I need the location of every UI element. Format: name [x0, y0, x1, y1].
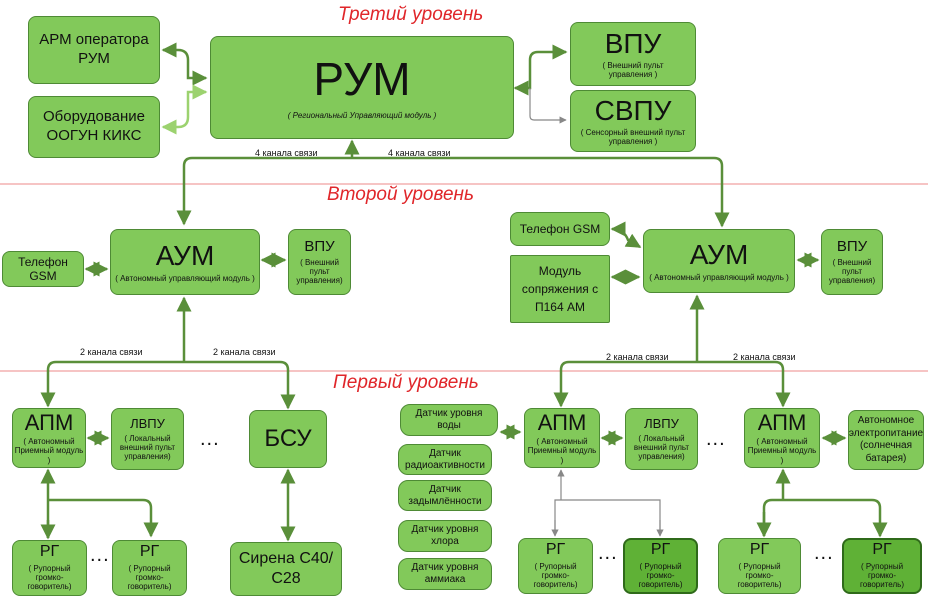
oogun-equipment-box: Оборудование ООГУН КИКС [28, 96, 160, 158]
rg-box-2: РГ ( Рупорный громко-говоритель) [112, 540, 187, 596]
lvpu-left-box: ЛВПУ ( Локальный внешний пульт управлени… [111, 408, 184, 470]
svpu-subtitle: ( Сенсорный внешний пульт управления ) [580, 128, 686, 147]
link-label-aum-left-a: 2 канала связи [80, 347, 143, 357]
rg-2-subtitle: ( Рупорный громко-говоритель) [127, 564, 172, 592]
link-label-right-four: 4 канала связи [388, 148, 451, 158]
rg-1-title: РГ [39, 543, 60, 561]
autonomous-power-title: Автономное электропитание (солнечная бат… [848, 415, 924, 464]
lvpu-right-title: ЛВПУ [644, 415, 679, 431]
vpu-left-box: ВПУ ( Внешний пульт управления) [288, 229, 351, 295]
aum-right-box: АУМ ( Автономный управляющий модуль ) [643, 229, 795, 293]
svpu-box: СВПУ ( Сенсорный внешний пульт управлени… [570, 90, 696, 152]
rum-subtitle: ( Региональный Управляющий модуль ) [287, 111, 437, 121]
lvpu-left-subtitle: ( Локальный внешний пульт управления) [119, 433, 176, 461]
gsm-phone-left-title: Телефон GSM [18, 254, 68, 283]
vpu-right-subtitle: ( Внешний пульт управления) [828, 257, 876, 285]
rg-5-title: РГ [749, 541, 770, 559]
vpu-left-subtitle: ( Внешний пульт управления) [296, 257, 343, 285]
link-label-left-four: 4 канала связи [255, 148, 318, 158]
link-label-aum-right-a: 2 канала связи [606, 352, 669, 362]
sensor-water-label: Датчик уровня воды [415, 408, 483, 431]
gsm-phone-left-box: Телефон GSM [2, 251, 84, 287]
sensor-radio-label: Датчик радиоактивности [405, 447, 485, 471]
lvpu-left-title: ЛВПУ [130, 415, 165, 431]
rum-box: РУМ ( Региональный Управляющий модуль ) [210, 36, 514, 139]
interface-module-box: Модуль сопряжения с П164 АМ [510, 255, 610, 323]
aum-left-subtitle: ( Автономный управляющий модуль ) [115, 273, 255, 283]
siren-box: Сирена С40/ С28 [230, 542, 342, 596]
ellipsis-rg-left: ... [90, 544, 110, 566]
sensor-smoke-box: Датчик задымлённости [398, 480, 492, 511]
apm-right-box: АПМ ( Автономный Приемный модуль ) [744, 408, 820, 468]
apm-middle-subtitle: ( Автономный Приемный модуль ) [527, 437, 597, 465]
gsm-phone-right-box: Телефон GSM [510, 212, 610, 246]
sensor-ammonia-label: Датчик уровня аммиака [411, 562, 479, 585]
rg-box-6: РГ ( Рупорный громко-говоритель) [842, 538, 922, 594]
arm-operator-title: АРМ оператора РУМ [39, 31, 149, 67]
arm-operator-box: АРМ оператора РУМ [28, 16, 160, 84]
sensor-water-box: Датчик уровня воды [400, 404, 498, 436]
apm-left-box: АПМ ( Автономный Приемный модуль ) [12, 408, 86, 468]
aum-right-title: АУМ [689, 239, 749, 271]
rg-1-subtitle: ( Рупорный громко-говоритель) [27, 564, 72, 592]
rum-title: РУМ [313, 52, 411, 105]
gsm-phone-right-title: Телефон GSM [519, 221, 601, 236]
vpu-top-box: ВПУ ( Внешний пульт управления ) [570, 22, 696, 86]
interface-module-title: Модуль сопряжения с П164 АМ [521, 264, 599, 314]
link-label-aum-left-b: 2 канала связи [213, 347, 276, 357]
rg-3-title: РГ [545, 541, 566, 559]
ellipsis-rg-middle: ... [598, 542, 618, 564]
ellipsis-rg-right: ... [814, 542, 834, 564]
svpu-title: СВПУ [594, 94, 672, 126]
apm-middle-box: АПМ ( Автономный Приемный модуль ) [524, 408, 600, 468]
aum-left-box: АУМ ( Автономный управляющий модуль ) [110, 229, 260, 295]
rg-5-subtitle: ( Рупорный громко-говоритель) [737, 562, 782, 590]
level-third-heading: Третий уровень [338, 4, 484, 25]
rg-box-3: РГ ( Рупорный громко-говоритель) [518, 538, 593, 594]
rg-box-4: РГ ( Рупорный громко-говоритель) [623, 538, 698, 594]
aum-right-subtitle: ( Автономный управляющий модуль ) [649, 272, 789, 282]
sensor-smoke-label: Датчик задымлённости [408, 483, 482, 507]
rg-4-subtitle: ( Рупорный громко-говоритель) [638, 562, 683, 590]
vpu-right-box: ВПУ ( Внешний пульт управления) [821, 229, 883, 295]
lvpu-right-subtitle: ( Локальный внешний пульт управления) [633, 433, 690, 461]
ellipsis-level1-left: ... [200, 428, 220, 450]
sensor-chlorine-box: Датчик уровня хлора [398, 520, 492, 552]
sensor-chlorine-label: Датчик уровня хлора [411, 524, 479, 547]
autonomous-power-box: Автономное электропитание (солнечная бат… [848, 410, 924, 470]
link-label-aum-right-b: 2 канала связи [733, 352, 796, 362]
rg-4-title: РГ [650, 541, 671, 559]
apm-right-subtitle: ( Автономный Приемный модуль ) [747, 437, 817, 465]
aum-left-title: АУМ [155, 240, 215, 272]
siren-title: Сирена С40/ С28 [238, 550, 334, 587]
rg-box-1: РГ ( Рупорный громко-говоритель) [12, 540, 87, 596]
rg-6-title: РГ [872, 541, 892, 559]
rg-3-subtitle: ( Рупорный громко-говоритель) [533, 562, 578, 590]
vpu-top-subtitle: ( Внешний пульт управления ) [602, 61, 664, 80]
apm-left-subtitle: ( Автономный Приемный модуль ) [14, 437, 84, 465]
rg-2-title: РГ [139, 543, 160, 561]
bsu-title: БСУ [264, 425, 312, 453]
rg-6-subtitle: ( Рупорный громко-говоритель) [860, 562, 904, 590]
level-second-heading: Второй уровень [327, 184, 474, 205]
vpu-top-title: ВПУ [604, 27, 662, 59]
level-first-heading: Первый уровень [333, 372, 479, 393]
oogun-equipment-title: Оборудование ООГУН КИКС [42, 108, 146, 144]
apm-right-title: АПМ [757, 410, 807, 436]
vpu-left-title: ВПУ [304, 237, 335, 255]
rg-box-5: РГ ( Рупорный громко-говоритель) [718, 538, 801, 594]
sensor-radio-box: Датчик радиоактивности [398, 444, 492, 475]
apm-middle-title: АПМ [537, 410, 587, 436]
ellipsis-level1-right: ... [706, 428, 726, 450]
bsu-box: БСУ [249, 410, 327, 468]
apm-left-title: АПМ [24, 410, 74, 436]
vpu-right-title: ВПУ [836, 237, 868, 255]
sensor-ammonia-box: Датчик уровня аммиака [398, 558, 492, 590]
lvpu-right-box: ЛВПУ ( Локальный внешний пульт управлени… [625, 408, 698, 470]
